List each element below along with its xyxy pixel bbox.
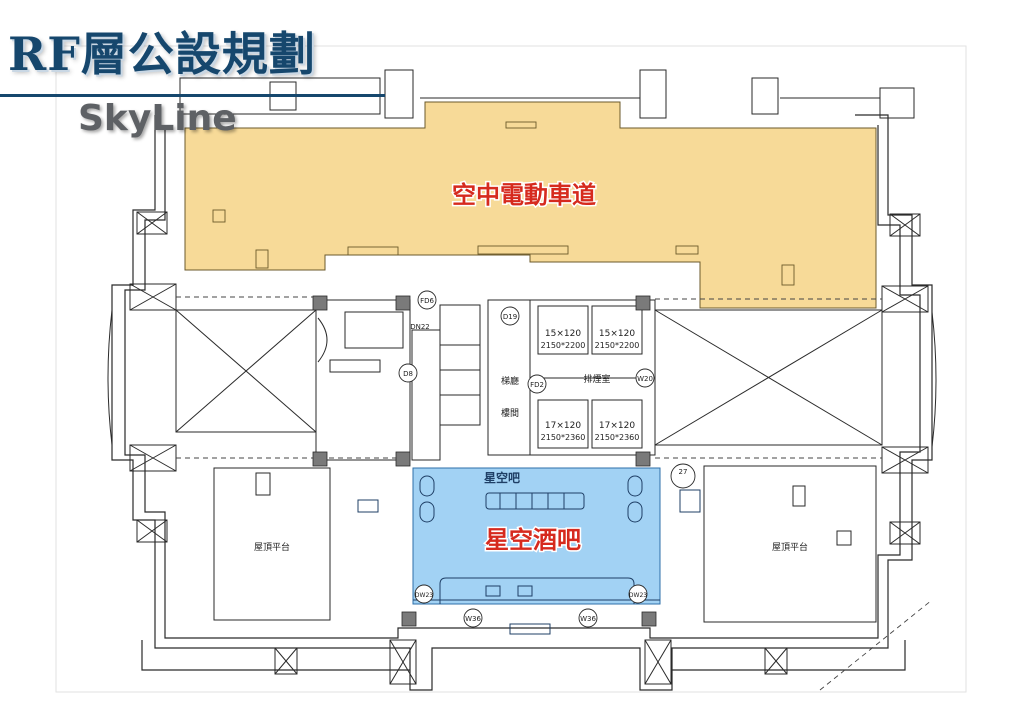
elevator-dim: 2150*2200 (541, 341, 586, 350)
plan-text: FD6 DN22 D8 D19 FD2 W20 W36 W36 DW23 DW2… (254, 297, 808, 623)
plan-frame (55, 45, 967, 693)
title-rule (0, 94, 385, 97)
elevator-size: 17×120 (545, 421, 581, 431)
door-label: D19 (503, 313, 517, 321)
elevator-size: 15×120 (545, 329, 581, 339)
page-subtitle: SkyLine (78, 98, 237, 139)
exhaust-label: 排煙室 (583, 373, 610, 385)
roof-terrace-right-label: 屋頂平台 (772, 541, 808, 553)
door-label: DW23 (629, 592, 647, 599)
roof-terraces (213, 465, 877, 623)
door-label: W36 (580, 615, 596, 623)
roof-terrace-left-label: 屋頂平台 (254, 541, 290, 553)
door-label: FD2 (530, 381, 544, 389)
stair-label-2: 樓間 (501, 407, 519, 419)
elevator-dim: 2150*2360 (595, 433, 640, 442)
door-tags (398, 290, 696, 628)
bar-label: 星空酒吧 (485, 526, 581, 554)
elevator-dim: 2150*2200 (595, 341, 640, 350)
elevator-dim: 2150*2360 (541, 433, 586, 442)
elevator-size: 15×120 (599, 329, 635, 339)
door-label: D8 (403, 370, 413, 378)
void-areas (107, 309, 937, 448)
dark-columns (312, 295, 657, 627)
elevator-size: 17×120 (599, 421, 635, 431)
beam-lines (176, 296, 933, 691)
skyway-zone (184, 101, 877, 309)
stair-label: 梯廳 (501, 375, 519, 387)
page-title: RF層公設規劃 (8, 27, 316, 81)
door-label: DN22 (410, 323, 430, 331)
door-label: 27 (679, 468, 688, 476)
column-boxes (129, 211, 929, 685)
skyway-label: 空中電動車道 (452, 181, 596, 209)
bar-zone (412, 467, 661, 605)
door-label: W20 (637, 375, 653, 383)
skyway-features (212, 121, 795, 286)
door-label: FD6 (420, 297, 434, 305)
door-label: W36 (465, 615, 481, 623)
bar-features (357, 475, 701, 635)
building-outline (111, 114, 933, 691)
central-core (315, 299, 656, 461)
bar-caption: 星空吧 (484, 470, 520, 485)
door-label: DW23 (415, 592, 433, 599)
